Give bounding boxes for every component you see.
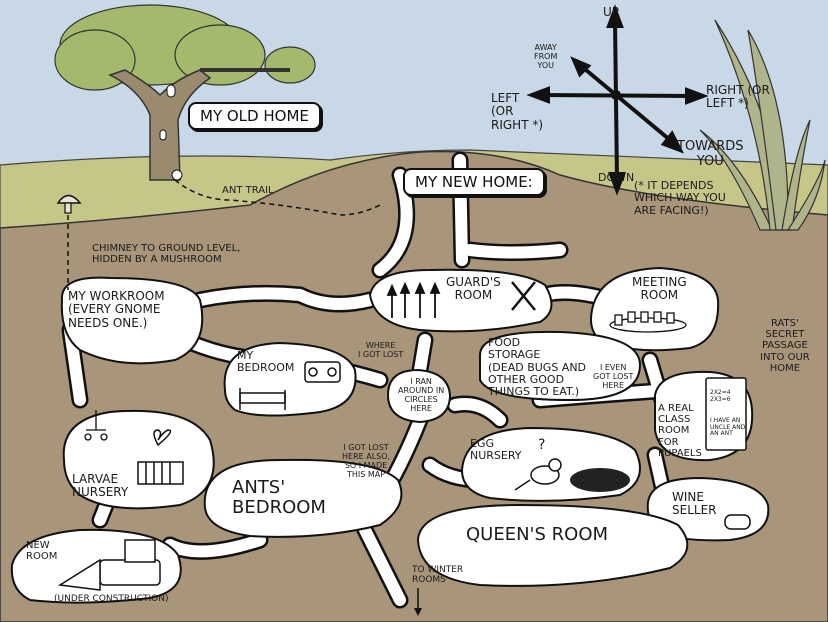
blackboard-uncle: I have an uncle and an ant xyxy=(710,417,746,438)
compass-away-label: Away from you xyxy=(534,43,558,70)
meeting-table-icon xyxy=(609,311,687,333)
old-home-sign: My Old Home xyxy=(188,102,321,130)
compass-up-label: Up xyxy=(603,5,620,19)
compass-down-label: Down xyxy=(598,171,635,184)
ant-trail-line xyxy=(174,179,381,216)
ran-around-label: I ran around in circles here xyxy=(398,377,445,413)
radio-icon xyxy=(304,361,341,383)
compass-note: (* It depends which way you are facing!) xyxy=(634,179,726,217)
eggs-pile-icon xyxy=(570,468,630,492)
compass-towards-label: Towards You xyxy=(677,139,744,169)
ant-trail-label: Ant Trail xyxy=(222,185,274,196)
rats-passage-label: Rats' secret passage into our home xyxy=(760,318,810,374)
queens-room-chamber xyxy=(416,503,689,587)
classroom-label: A real class room for pupaels xyxy=(658,403,702,459)
wine-seller-label: Wine Seller xyxy=(672,490,717,518)
compass-right-label: Right (or left *) xyxy=(706,83,770,111)
heart-icon xyxy=(153,429,172,447)
chimney-label: Chimney to ground level, hidden by a mus… xyxy=(92,243,241,266)
workroom-label: My workroom (every gnome needs one.) xyxy=(68,289,165,330)
mushroom-icon xyxy=(56,194,82,214)
crossed-swords-icon xyxy=(511,281,536,311)
blackboard-math: 2x2=4 2x3=6 xyxy=(710,389,731,403)
blackboard-icon xyxy=(705,377,747,451)
food-storage-chamber xyxy=(479,330,642,402)
winter-rooms-label: To winter rooms xyxy=(412,565,464,586)
ants-bedroom-label: Ants' Bedroom xyxy=(232,477,326,519)
guards-room-chamber xyxy=(368,268,553,333)
mobile-toy-icon xyxy=(84,410,108,441)
under-construction-label: (Under construction) xyxy=(54,594,169,604)
crib-icon xyxy=(137,461,184,485)
larvae-nursery-label: Larvae Nursery xyxy=(72,472,129,500)
food-storage-label: Food Storage (dead bugs and other good t… xyxy=(488,336,587,399)
egg-nursery-label: Egg Nursery xyxy=(470,437,522,463)
new-home-sign: My New Home: xyxy=(403,168,545,196)
meeting-room-label: Meeting Room xyxy=(632,275,687,303)
ants-bedroom-chamber xyxy=(203,458,403,538)
where-lost-label: Where I got lost xyxy=(358,341,404,359)
guard-spears-icon xyxy=(386,281,441,318)
bed-icon xyxy=(239,388,286,410)
got-lost-also-label: I got lost here also, so I made this map xyxy=(342,443,391,479)
bird-icon xyxy=(514,458,562,491)
wine-barrel-icon xyxy=(724,514,751,530)
guards-room-label: Guard's Room xyxy=(446,275,501,303)
queens-room-label: Queen's Room xyxy=(466,524,609,545)
tree-icon xyxy=(54,4,316,181)
question-mark: ? xyxy=(538,437,546,453)
workroom-chamber xyxy=(60,276,204,365)
ran-around-chamber xyxy=(386,368,452,424)
compass-left-label: Left (or right *) xyxy=(491,91,544,132)
got-lost-here-label: I even got lost here xyxy=(593,363,634,390)
my-bedroom-label: My Bedroom xyxy=(237,349,295,375)
winter-arrow-head xyxy=(414,608,422,616)
bulldozer-icon xyxy=(57,539,161,591)
new-room-label: New Room xyxy=(26,540,58,563)
reeds-icon xyxy=(699,19,826,231)
